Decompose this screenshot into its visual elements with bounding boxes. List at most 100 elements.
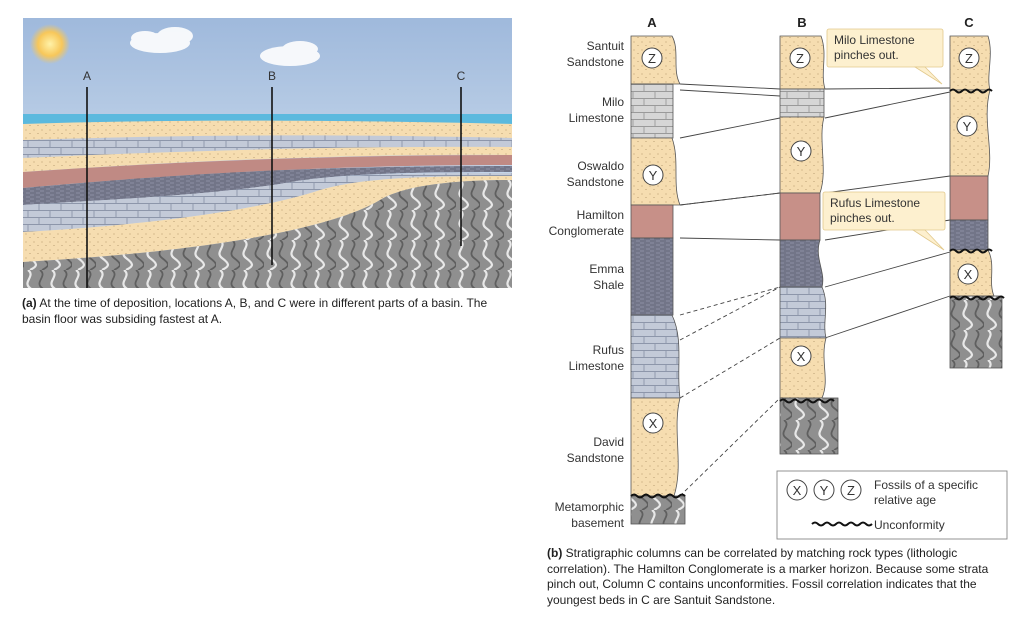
svg-text:Z: Z (648, 51, 656, 66)
label-metamorphic-basement: basement (571, 516, 624, 530)
svg-text:X: X (964, 267, 973, 282)
fossil-y-marker: Y (642, 164, 664, 186)
svg-text:X: X (793, 483, 802, 498)
label-oswaldo-sandstone: Sandstone (567, 175, 625, 189)
caption-panel-a: (a) At the time of deposition, locations… (22, 296, 512, 327)
column-a-hamilton-conglomerate (630, 204, 674, 239)
callout-rufus-pinch-out: Rufus Limestone pinches out. (822, 191, 946, 251)
column-c-metamorphic-basement (949, 295, 1003, 369)
column-header-a: A (647, 15, 657, 30)
unconformity-line (949, 295, 1005, 301)
sun-icon (30, 24, 70, 64)
svg-text:Rufus Limestone: Rufus Limestone (830, 196, 920, 210)
label-emma-shale: Shale (593, 278, 624, 292)
layer-sandstone-lower (23, 176, 512, 262)
fossil-y-marker: Y (956, 115, 978, 137)
cloud-icon (130, 27, 193, 53)
unconformity-line (779, 398, 835, 404)
svg-text:pinches out.: pinches out. (830, 211, 895, 225)
fossil-z-marker: Z (958, 47, 980, 69)
unconformity-line (949, 248, 993, 254)
fossil-x-marker: X (642, 412, 664, 434)
column-b-hamilton-conglomerate (779, 192, 821, 241)
unconformity-line (630, 493, 686, 499)
svg-text:Milo Limestone: Milo Limestone (834, 33, 915, 47)
fossil-z-marker: Z (641, 47, 663, 69)
legend-fossils-label: Fossils of a specific (874, 478, 978, 492)
label-david-sandstone: David (593, 435, 624, 449)
basin-block-diagram: A B C (23, 18, 512, 288)
correlation-lines (679, 83, 951, 497)
column-c-emma-shale (949, 219, 989, 251)
column-a-david-sandstone (630, 397, 681, 497)
unconformity-line (949, 88, 993, 94)
location-label-b: B (268, 69, 276, 83)
fossil-x-icon: X (786, 479, 808, 501)
fossil-y-marker: Y (790, 140, 812, 162)
legend-box (776, 470, 1008, 540)
label-oswaldo-sandstone: Oswaldo (577, 159, 624, 173)
svg-text:Z: Z (847, 483, 855, 498)
unit-labels: Santuit Sandstone Milo Limestone Oswaldo… (549, 39, 625, 530)
location-label-c: C (457, 69, 466, 83)
label-santuit-sandstone: Santuit (587, 39, 625, 53)
callout-milo-pinch-out: Milo Limestone pinches out. (826, 28, 944, 85)
svg-text:Y: Y (649, 168, 658, 183)
cloud-icon (260, 41, 320, 66)
column-a-metamorphic-basement (630, 495, 686, 525)
column-b-milo-limestone (779, 88, 825, 118)
caption-panel-b: (b) Stratigraphic columns can be correla… (547, 546, 1017, 608)
column-b-emma-shale (779, 239, 824, 288)
svg-text:Y: Y (963, 119, 972, 134)
legend-unconformity-label: Unconformity (874, 518, 945, 532)
location-label-a: A (83, 69, 91, 83)
svg-text:X: X (649, 416, 658, 431)
column-a: A Z Y X (630, 15, 686, 525)
column-c: C Z Y X (949, 15, 1005, 369)
column-c-hamilton-conglomerate (949, 175, 989, 221)
fossil-x-marker: X (790, 345, 812, 367)
column-header-b: B (797, 15, 806, 30)
label-milo-limestone: Limestone (569, 111, 625, 125)
column-a-milo-limestone (630, 83, 674, 139)
layer-limestone-upper (23, 135, 512, 158)
label-milo-limestone: Milo (602, 95, 624, 109)
fossil-y-icon: Y (813, 479, 835, 501)
label-rufus-limestone: Rufus (593, 343, 624, 357)
column-a-rufus-limestone (630, 314, 681, 399)
column-b-rufus-limestone (779, 286, 827, 339)
fossil-z-marker: Z (789, 47, 811, 69)
caption-b-prefix: (b) (547, 546, 563, 560)
label-emma-shale: Emma (589, 262, 624, 276)
label-david-sandstone: Sandstone (567, 451, 625, 465)
layer-sandstone-middle (23, 146, 512, 172)
layer-shale (23, 166, 512, 205)
layer-limestone-lower (23, 173, 512, 232)
label-metamorphic-basement: Metamorphic (555, 500, 624, 514)
label-hamilton-conglomerate: Hamilton (577, 208, 624, 222)
svg-text:pinches out.: pinches out. (834, 48, 899, 62)
svg-text:Y: Y (820, 483, 829, 498)
caption-b-text: Stratigraphic columns can be correlated … (547, 546, 989, 607)
caption-a-text: At the time of deposition, locations A, … (22, 296, 488, 326)
legend: X Y Z Fossils of a specific relative age… (776, 470, 1008, 540)
label-hamilton-conglomerate: Conglomerate (549, 224, 625, 238)
metamorphic-basement (23, 180, 512, 288)
fossil-x-marker: X (957, 263, 979, 285)
legend-fossils-label: relative age (874, 493, 936, 507)
svg-text:Z: Z (796, 51, 804, 66)
layer-conglomerate (23, 155, 512, 188)
column-header-c: C (964, 15, 974, 30)
svg-text:Y: Y (797, 144, 806, 159)
svg-text:X: X (797, 349, 806, 364)
unconformity-icon (811, 521, 873, 527)
svg-text:Z: Z (965, 51, 973, 66)
column-b-metamorphic-basement (779, 397, 839, 455)
column-b: B Z Y X (779, 15, 839, 455)
column-a-emma-shale (630, 237, 674, 316)
fossil-z-icon: Z (840, 479, 862, 501)
caption-a-prefix: (a) (22, 296, 37, 310)
label-santuit-sandstone: Sandstone (567, 55, 625, 69)
label-rufus-limestone: Limestone (569, 359, 625, 373)
